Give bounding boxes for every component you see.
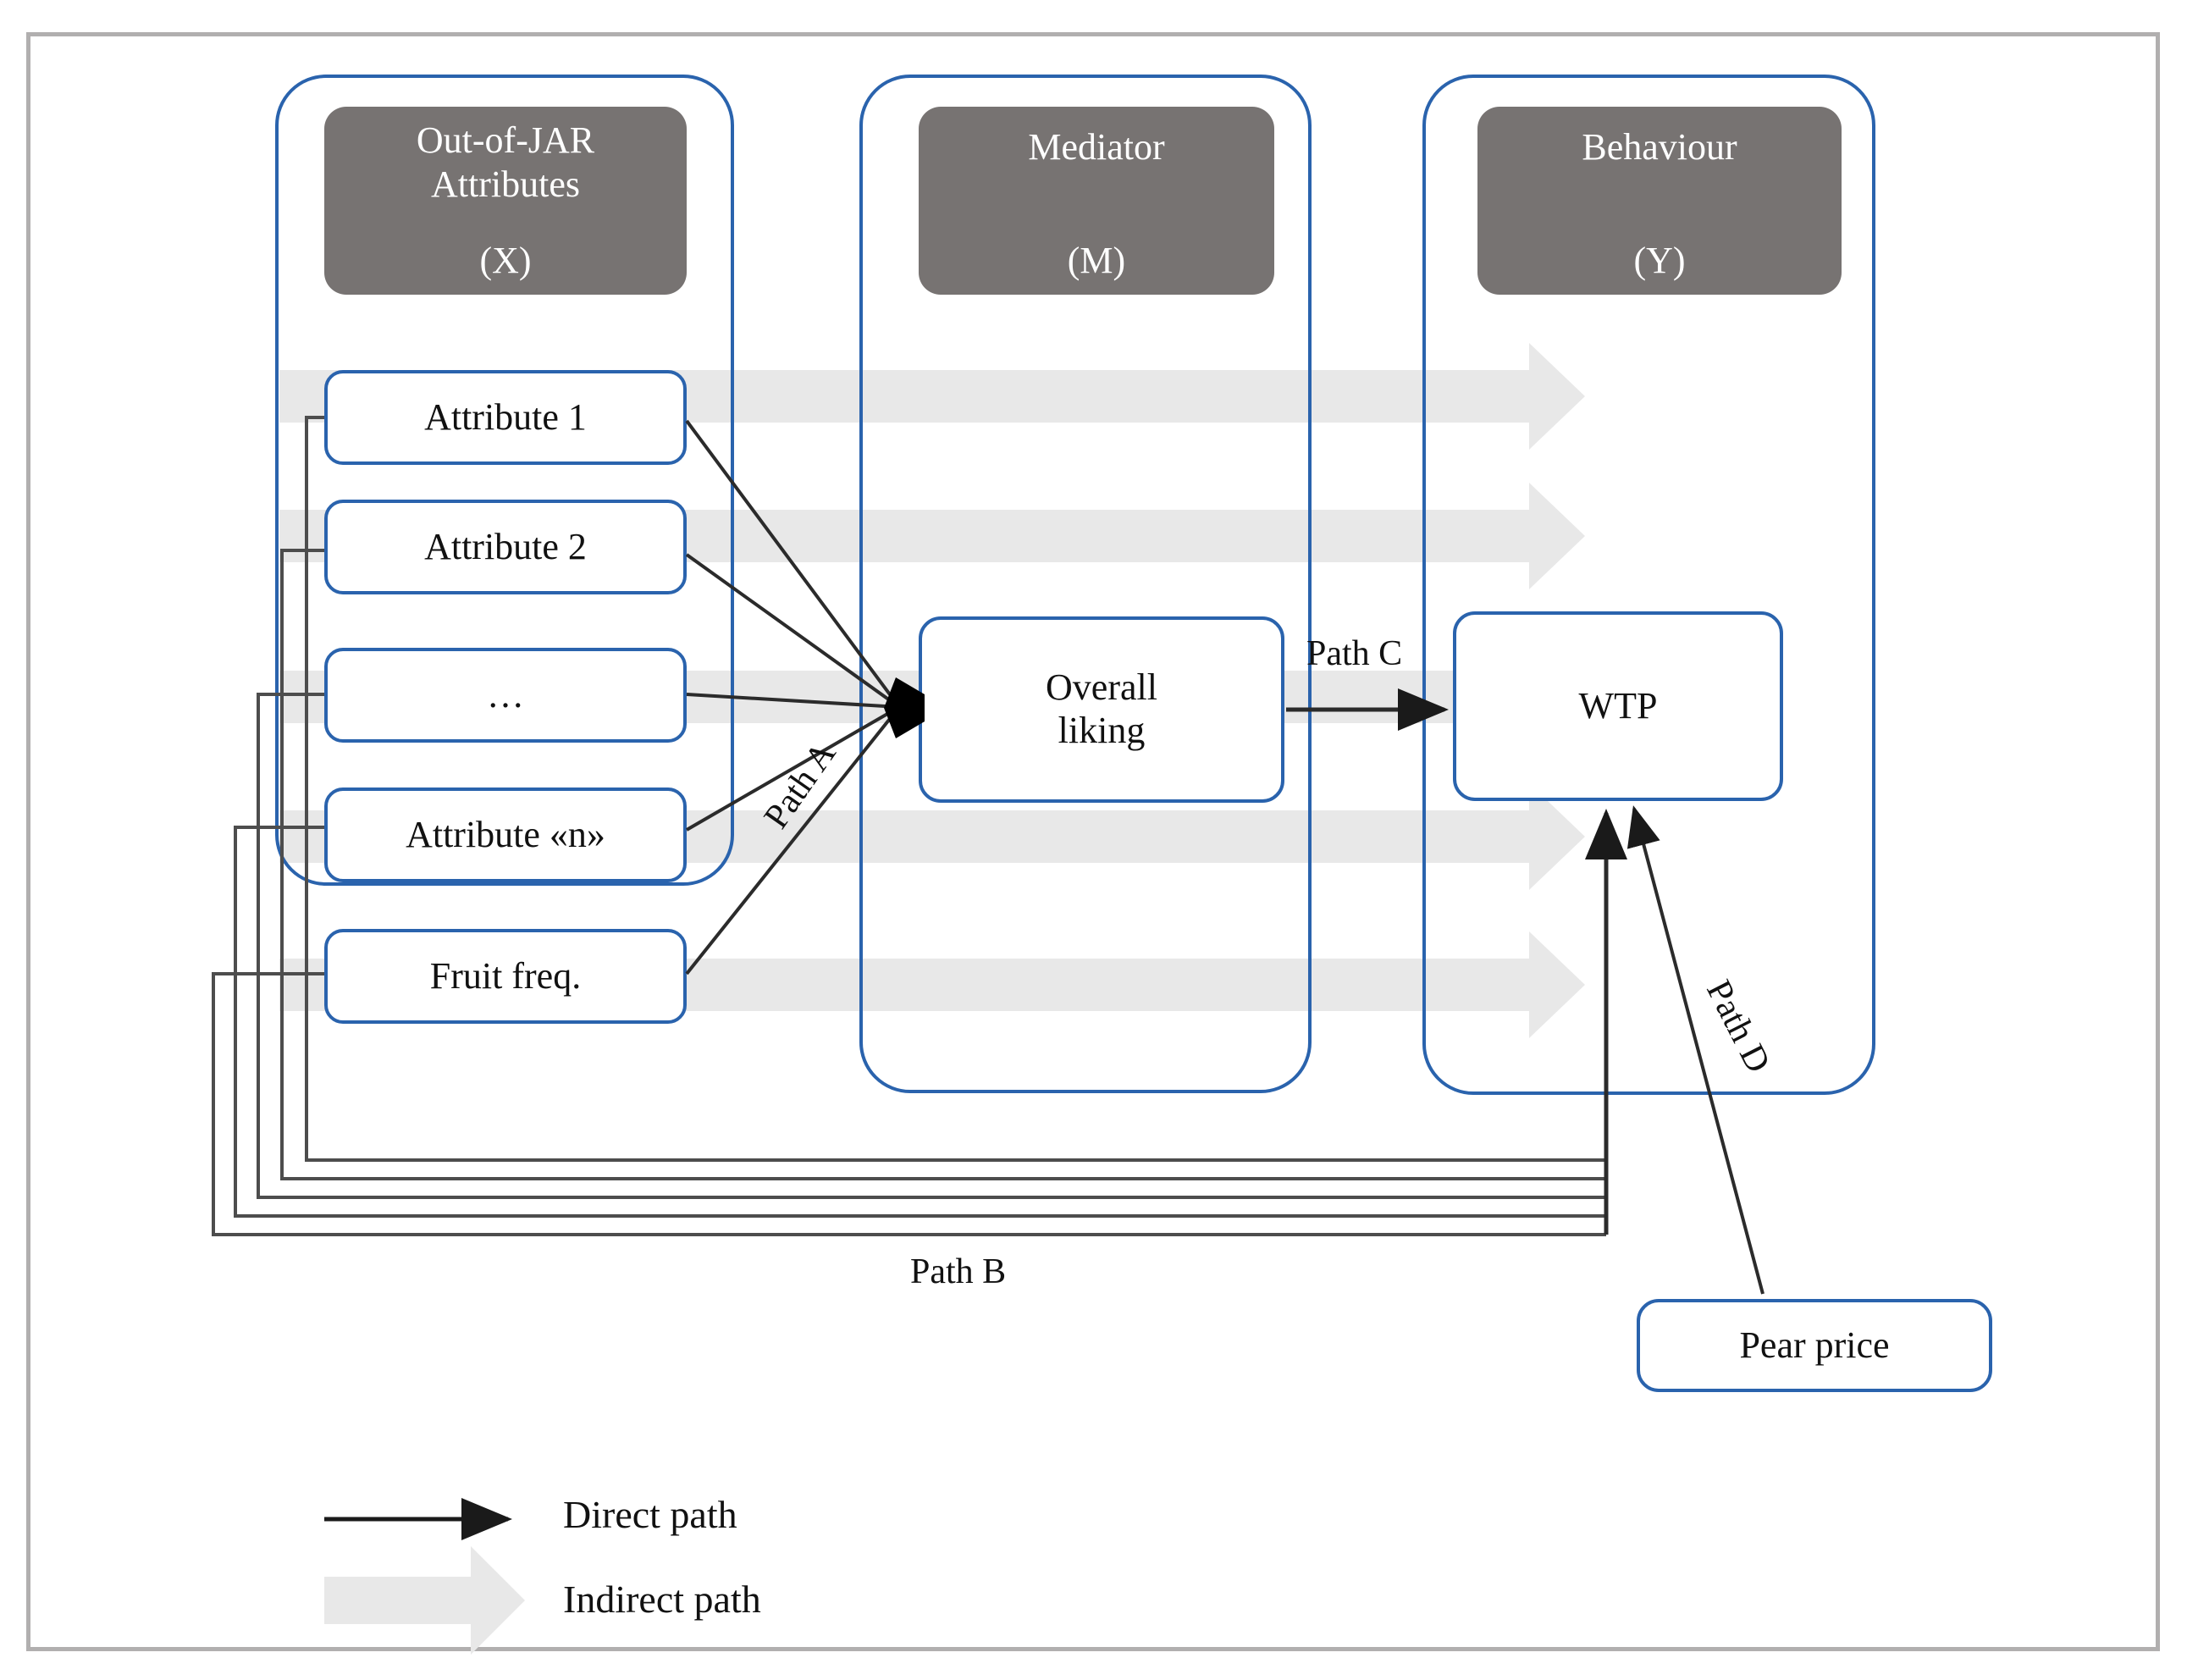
node-overall-liking-line-1: Overall [1046,666,1157,709]
node-attribute-ellipsis[interactable]: … [324,648,687,743]
header-line-2: Attributes [431,163,580,205]
node-wtp[interactable]: WTP [1453,611,1783,801]
header-line-1: Behaviour [1582,126,1737,168]
path-a-label: Path A [756,734,844,836]
header-mediator: Mediator (M) [919,107,1274,295]
node-fruit-freq[interactable]: Fruit freq. [324,929,687,1024]
header-line-1: Out-of-JAR [416,119,595,161]
legend-label-direct-path: Direct path [563,1493,737,1536]
header-code: (M) [1067,240,1126,282]
node-pear-price[interactable]: Pear price [1637,1299,1992,1392]
node-attribute-n[interactable]: Attribute «n» [324,788,687,882]
node-overall-liking-line-2: liking [1058,710,1146,751]
path-b-label: Path B [910,1252,1007,1291]
node-overall-liking[interactable]: Overall liking [919,616,1284,803]
legend-indirect-arrow-icon [324,1546,525,1655]
path-c-label: Path C [1306,634,1403,673]
header-behaviour: Behaviour (Y) [1477,107,1842,295]
header-line-1: Mediator [1028,126,1165,168]
header-out-of-jar-attributes: Out-of-JAR Attributes (X) [324,107,687,295]
node-attribute-1[interactable]: Attribute 1 [324,370,687,465]
header-code: (Y) [1633,240,1686,282]
legend-label-indirect-path: Indirect path [563,1578,761,1621]
header-code: (X) [479,240,532,282]
node-attribute-2[interactable]: Attribute 2 [324,500,687,594]
